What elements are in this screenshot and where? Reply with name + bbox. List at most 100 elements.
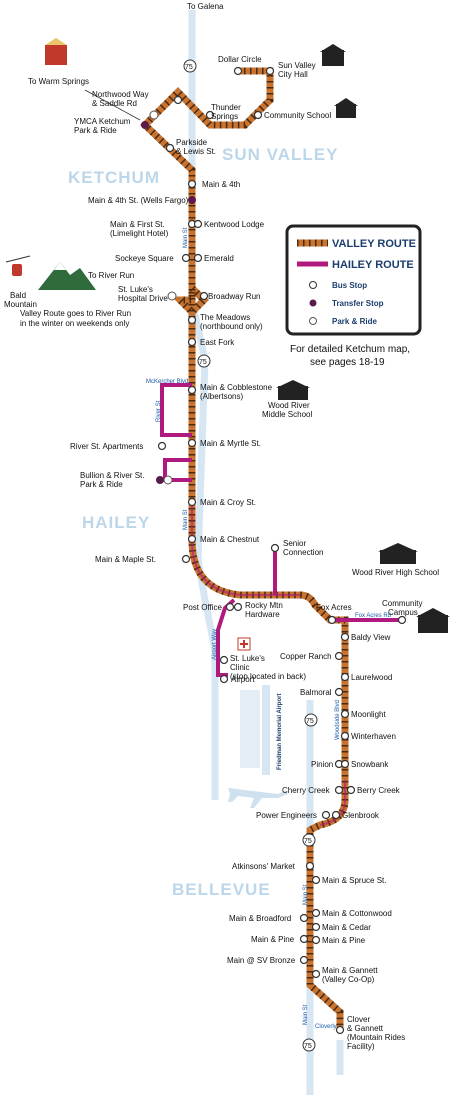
stop-label-line: Clinic bbox=[230, 663, 250, 672]
stop-label-line: Northwood Way bbox=[92, 90, 149, 99]
bus-stop-winterhaven[interactable] bbox=[340, 731, 350, 741]
stop-label-main-4th-wells: Main & 4th St. (Wells Fargo) bbox=[88, 196, 189, 205]
stop-label-balmoral: Balmoral bbox=[300, 688, 332, 697]
bus-stop-fox-acres[interactable] bbox=[327, 615, 337, 625]
stop-label-emerald: Emerald bbox=[204, 254, 234, 263]
bus-stop-laurelwood[interactable] bbox=[340, 672, 350, 682]
bus-stop-baldy-view[interactable] bbox=[340, 632, 350, 642]
bus-stop-glenbrook[interactable] bbox=[331, 810, 341, 820]
stop-label-main-myrtle: Main & Myrtle St. bbox=[200, 439, 261, 448]
stop-label-line: Laurelwood bbox=[351, 673, 392, 682]
hwy-75-shield-1: 75 bbox=[185, 64, 193, 71]
bus-stop-senior[interactable] bbox=[270, 543, 280, 553]
stop-label-main-gannett: Main & Gannett(Valley Co-Op) bbox=[322, 966, 378, 984]
road-main-st-3: Main St bbox=[303, 884, 309, 905]
bus-stop-main-maple[interactable] bbox=[181, 554, 191, 564]
bus-stop-main-4th[interactable] bbox=[187, 179, 197, 189]
bus-stop-sun-valley-city-hall[interactable] bbox=[265, 66, 275, 76]
park-ride-ymca[interactable] bbox=[149, 110, 159, 120]
bus-stop-clover-gannett[interactable] bbox=[335, 1025, 345, 1035]
stop-label-line: Connection bbox=[283, 548, 323, 557]
bus-stop-northwood-way[interactable] bbox=[173, 95, 183, 105]
stop-label-line: Park & Ride bbox=[74, 126, 117, 135]
stop-label-line: Main @ SV Bronze bbox=[227, 956, 296, 965]
bus-stop-kentwood[interactable] bbox=[193, 219, 203, 229]
bus-stop-emerald[interactable] bbox=[193, 253, 203, 263]
bus-stop-st-lukes-clinic[interactable] bbox=[219, 655, 229, 665]
stop-label-line: The Meadows bbox=[200, 313, 250, 322]
stop-label-line: Berry Creek bbox=[357, 786, 401, 795]
stop-label-copper-ranch: Copper Ranch bbox=[280, 652, 332, 661]
stop-label-line: (Mountain Rides bbox=[347, 1033, 405, 1042]
bus-stop-broadway-run[interactable] bbox=[199, 291, 209, 301]
bus-stop-meadows[interactable] bbox=[187, 315, 197, 325]
bus-stop-copper-ranch[interactable] bbox=[334, 651, 344, 661]
transfer-stop-bullion[interactable] bbox=[156, 476, 164, 484]
bus-stop-main-pine-e[interactable] bbox=[311, 935, 321, 945]
road-main-st-4: Main St bbox=[303, 1004, 309, 1025]
stop-label-line: Main & Spruce St. bbox=[322, 876, 386, 885]
stop-label-line: (Valley Co-Op) bbox=[322, 975, 375, 984]
bus-stop-cherry-creek[interactable] bbox=[334, 785, 344, 795]
transfer-stop-ymca[interactable] bbox=[141, 121, 149, 129]
bus-stop-main-croy[interactable] bbox=[187, 497, 197, 507]
stop-label-line: Main & Cottonwood bbox=[322, 909, 392, 918]
stop-label-line: Parkside bbox=[176, 138, 208, 147]
legend-hailey-route: HAILEY ROUTE bbox=[332, 259, 414, 271]
stop-label-main-croy: Main & Croy St. bbox=[200, 498, 256, 507]
bus-stop-snowbank[interactable] bbox=[340, 759, 350, 769]
stop-label-post-office: Post Office bbox=[183, 603, 223, 612]
bus-stop-thunder-springs[interactable] bbox=[205, 110, 215, 120]
bus-stop-main-spruce[interactable] bbox=[311, 875, 321, 885]
road-main-st-1: Main St bbox=[183, 227, 189, 248]
transfer-stop-wells-fargo[interactable] bbox=[188, 196, 196, 204]
stop-label-line: Park & Ride bbox=[80, 480, 123, 489]
stop-label-dollar-circle: Dollar Circle bbox=[218, 55, 262, 64]
wood-river-ms-2: Middle School bbox=[262, 410, 312, 419]
bus-stop-main-pine-w[interactable] bbox=[299, 934, 309, 944]
park-ride-st-lukes[interactable] bbox=[167, 291, 177, 301]
stop-label-line: Hospital Drive bbox=[118, 294, 168, 303]
bus-stop-main-cobblestone[interactable] bbox=[187, 385, 197, 395]
river-run-note1: Valley Route goes to River Run bbox=[20, 309, 131, 318]
bus-stop-community-school[interactable] bbox=[253, 110, 263, 120]
bus-stop-dollar-circle[interactable] bbox=[233, 66, 243, 76]
stop-label-line: (northbound only) bbox=[200, 322, 263, 331]
bus-stop-main-broadford[interactable] bbox=[299, 913, 309, 923]
stop-label-line: Community School bbox=[264, 111, 331, 120]
bus-stop-main-sv-bronze[interactable] bbox=[299, 955, 309, 965]
bus-stop-rocky-mtn[interactable] bbox=[233, 602, 243, 612]
legend-transfer-stop: Transfer Stop bbox=[332, 299, 384, 308]
stop-label-line: St. Luke's bbox=[230, 654, 265, 663]
bus-stop-main-chestnut[interactable] bbox=[187, 534, 197, 544]
bus-stop-airport[interactable] bbox=[219, 674, 229, 684]
bus-stop-river-st-apts[interactable] bbox=[157, 441, 167, 451]
bus-stop-atkinsons[interactable] bbox=[305, 861, 315, 871]
wood-river-hs: Wood River High School bbox=[352, 568, 439, 577]
bus-stop-power-engineers[interactable] bbox=[321, 810, 331, 820]
bus-stop-main-myrtle[interactable] bbox=[187, 438, 197, 448]
stop-label-main-first: Main & First St.(Limelight Hotel) bbox=[110, 220, 169, 238]
bus-stop-post-office[interactable] bbox=[225, 602, 235, 612]
stop-label-winterhaven: Winterhaven bbox=[351, 732, 396, 741]
bus-stop-parkside[interactable] bbox=[165, 143, 175, 153]
bus-stop-main-gannett[interactable] bbox=[311, 969, 321, 979]
bus-stop-moonlight[interactable] bbox=[340, 709, 350, 719]
bus-stop-community-campus[interactable] bbox=[397, 615, 407, 625]
bus-stop-main-cottonwood[interactable] bbox=[311, 908, 321, 918]
community-campus-1: Community bbox=[382, 599, 422, 608]
stop-label-glenbrook: Glenbrook bbox=[342, 811, 380, 820]
park-ride-bullion[interactable] bbox=[163, 475, 173, 485]
bus-stop-east-fork[interactable] bbox=[187, 337, 197, 347]
bus-stop-balmoral[interactable] bbox=[334, 687, 344, 697]
stop-label-main-chestnut: Main & Chestnut bbox=[200, 535, 260, 544]
to-river-run-label: To River Run bbox=[88, 271, 134, 280]
bus-stop-main-cedar[interactable] bbox=[311, 922, 321, 932]
bus-stop-berry-creek[interactable] bbox=[346, 785, 356, 795]
stop-label-line: (Albertsons) bbox=[200, 392, 243, 401]
bus-stop-sockeye[interactable] bbox=[181, 253, 191, 263]
wood-river-ms-1: Wood River bbox=[268, 401, 310, 410]
